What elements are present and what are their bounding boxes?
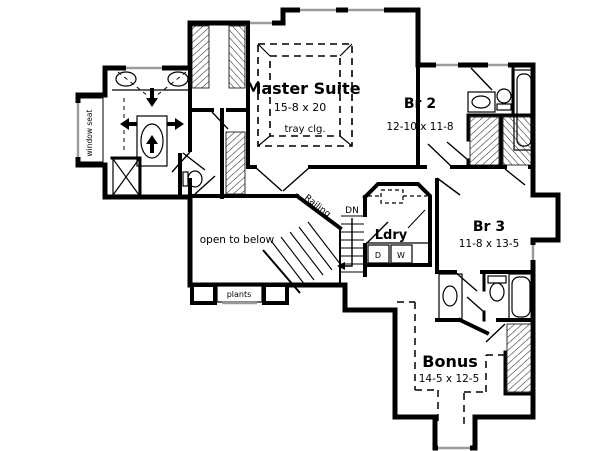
bath-inner-door: [466, 296, 485, 313]
master-closet-shelf-right: [228, 25, 246, 89]
sink-icon: [167, 71, 189, 87]
bath-hall-door: [171, 151, 191, 173]
sink-icon: [442, 285, 458, 307]
tub-basin: [516, 73, 532, 147]
laundry-label: Ldry: [375, 228, 408, 243]
toilet-base: [496, 103, 512, 111]
tray-ceiling-note: tray clg.: [284, 124, 325, 135]
open-to-below-label: open to below: [200, 234, 275, 246]
toilet-icon: [489, 282, 505, 302]
bonus-closet-door: [485, 323, 506, 343]
bottom-bath-door: [454, 271, 478, 292]
br2-dimensions: 12-10 x 11-8: [386, 121, 453, 133]
railing-wall: [294, 193, 343, 231]
windows: [75, 7, 536, 451]
tub: [508, 273, 534, 321]
tray-ceiling: [257, 43, 353, 147]
tub-basin: [511, 276, 531, 318]
master-suite-dimensions: 15-8 x 20: [274, 101, 326, 114]
master-double-door: [254, 166, 311, 192]
tub: [513, 69, 535, 151]
hall-door: [194, 175, 216, 195]
master-bath: [79, 71, 203, 196]
vault-arrows: [120, 88, 184, 153]
master-closet-shelf-left: [191, 25, 210, 89]
toilet-icon: [496, 88, 512, 104]
master-tub: [136, 115, 168, 167]
hall-closet-shelf: [225, 131, 246, 195]
shared-bath: [467, 69, 535, 151]
dn-arrow: [337, 218, 353, 270]
bonus-dimensions: 14-5 x 12-5: [419, 373, 480, 385]
bath-vanity: [438, 273, 463, 321]
shower-x: [112, 158, 140, 196]
br2-door: [427, 143, 453, 168]
br2-bath-door: [470, 67, 493, 91]
br3-door: [436, 177, 461, 196]
br3-closet-door: [504, 168, 526, 186]
br3-dimensions: 11-8 x 13-5: [459, 238, 520, 250]
dryer-label: D: [375, 251, 381, 260]
master-suite-label: Master Suite: [245, 79, 360, 98]
plants-label: plants: [227, 290, 252, 299]
br3-label: Br 3: [473, 219, 505, 235]
toilet-icon: [187, 170, 203, 188]
dn-label: DN: [345, 206, 359, 216]
sink-icon: [115, 71, 137, 87]
washer-box: [390, 244, 413, 264]
window-seat-label: window seat: [85, 109, 94, 156]
closet-shelving-hatch: [191, 25, 532, 393]
br2-closet-door: [446, 141, 469, 161]
bonus-boundary: [397, 301, 505, 424]
door-swings: [171, 67, 526, 343]
walk-in-closet-door: [211, 111, 229, 130]
master-tub-basin: [140, 123, 164, 159]
bonus-label: Bonus: [422, 352, 478, 371]
bonus-closet-shelf: [506, 323, 532, 393]
dryer-box: [367, 244, 390, 264]
bottom-bath: [438, 273, 534, 321]
laundry-door: [365, 221, 389, 245]
shower: [112, 158, 140, 196]
br2-closet-shelf: [469, 116, 500, 166]
bath-vanity: [467, 91, 496, 113]
br2-label: Br 2: [404, 96, 436, 112]
washer-label: W: [397, 251, 405, 260]
sink-icon: [471, 95, 491, 109]
laundry-fixtures: [366, 189, 429, 264]
